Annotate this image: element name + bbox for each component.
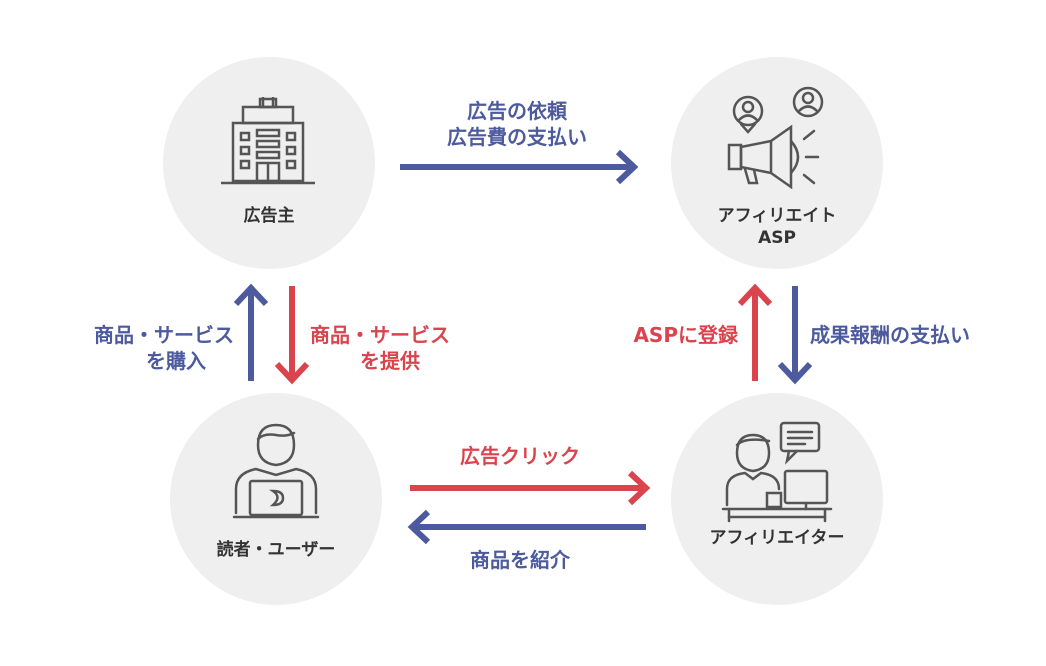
introduce-arrow [407, 509, 646, 545]
affiliate-label: アフィリエイター [709, 528, 845, 548]
user-laptop-icon [232, 423, 320, 519]
provide-label-line2: を提供 [360, 349, 420, 373]
provide-arrow [274, 286, 310, 385]
asp-label-line2: ASP [758, 228, 796, 248]
reward-payment-arrow [777, 286, 813, 385]
asp-node: アフィリエイト ASP [671, 57, 883, 269]
ad-request-label-line1: 広告の依頼 [467, 99, 567, 123]
reward-payment-label: 成果報酬の支払い [810, 323, 970, 347]
introduce-label: 商品を紹介 [470, 548, 570, 572]
provide-label-line1: 商品・サービス [310, 323, 450, 347]
building-icon [221, 97, 315, 185]
reader-node: 読者・ユーザー [170, 393, 382, 605]
megaphone-users-icon [727, 86, 824, 190]
purchase-label-line1: 商品・サービス [94, 323, 234, 347]
provide-label: 商品・サービス を提供 [310, 322, 500, 374]
purchase-arrow [233, 283, 269, 381]
asp-register-arrow [737, 283, 773, 381]
ad-request-arrow [400, 149, 639, 185]
advertiser-node: 広告主 [163, 57, 375, 269]
ad-click-label: 広告クリック [460, 444, 580, 468]
person-computer-chat-icon [721, 421, 833, 523]
asp-label-line1: アフィリエイト [717, 206, 837, 226]
purchase-label-line2: を購入 [146, 349, 206, 373]
reader-label: 読者・ユーザー [216, 540, 336, 560]
asp-register-label: ASPに登録 [633, 323, 738, 347]
purchase-label: 商品・サービス を購入 [50, 322, 234, 374]
advertiser-label: 広告主 [243, 206, 295, 226]
affiliate-node: アフィリエイター [671, 393, 883, 605]
ad-click-arrow [410, 470, 651, 506]
ad-request-label: 広告の依頼 広告費の支払い [420, 98, 614, 150]
ad-request-label-line2: 広告費の支払い [447, 125, 587, 149]
